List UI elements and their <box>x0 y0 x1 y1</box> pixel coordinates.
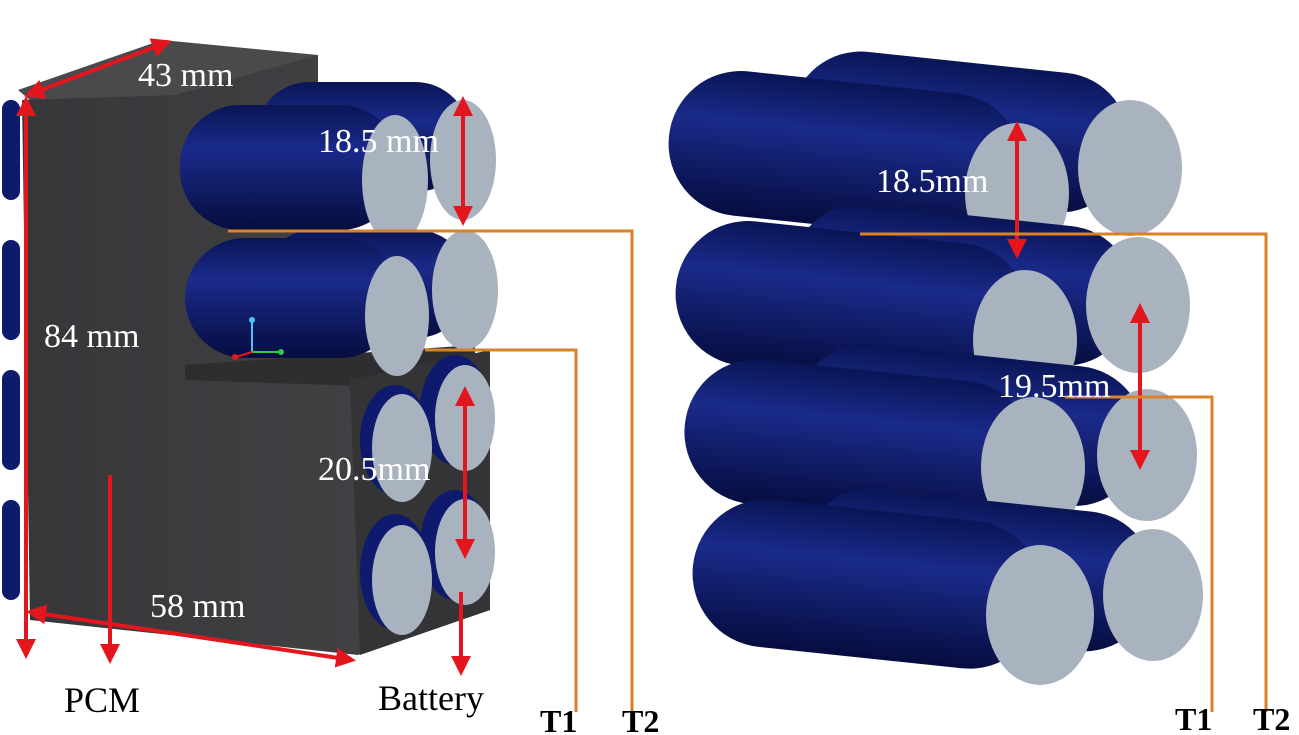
left-thermocouple-lines <box>228 229 634 712</box>
label-t2-right: T2 <box>1253 701 1290 735</box>
right-row-3 <box>684 344 1197 537</box>
label-cell-pitch-right: 19.5mm <box>998 368 1110 405</box>
label-width-bottom: 58 mm <box>150 588 245 625</box>
label-t1-left: T1 <box>540 703 577 735</box>
lower-cells-left <box>360 355 495 635</box>
right-assembly <box>668 51 1268 712</box>
right-row-2 <box>675 204 1190 410</box>
label-t1-right: T1 <box>1175 701 1212 735</box>
axes-triad-icon <box>232 317 284 360</box>
left-edge-cells <box>2 100 20 600</box>
right-thermocouple-lines <box>860 232 1268 712</box>
label-width-top: 43 mm <box>138 57 233 94</box>
right-row-4 <box>692 488 1203 685</box>
label-pcm: PCM <box>64 680 140 720</box>
left-dimension-arrows <box>16 38 475 676</box>
label-cell-diameter-left: 18.5 mm <box>318 123 439 160</box>
label-t2-left: T2 <box>622 703 659 735</box>
label-cell-pitch-left: 20.5mm <box>318 451 430 488</box>
label-cell-diameter-right: 18.5mm <box>876 163 988 200</box>
labels: 43 mm 84 mm 58 mm 18.5 mm 20.5mm 18.5mm … <box>44 57 1290 735</box>
upper-cells-left <box>180 82 498 376</box>
label-height-left: 84 mm <box>44 318 139 355</box>
label-battery: Battery <box>378 678 484 718</box>
left-assembly <box>2 38 634 712</box>
